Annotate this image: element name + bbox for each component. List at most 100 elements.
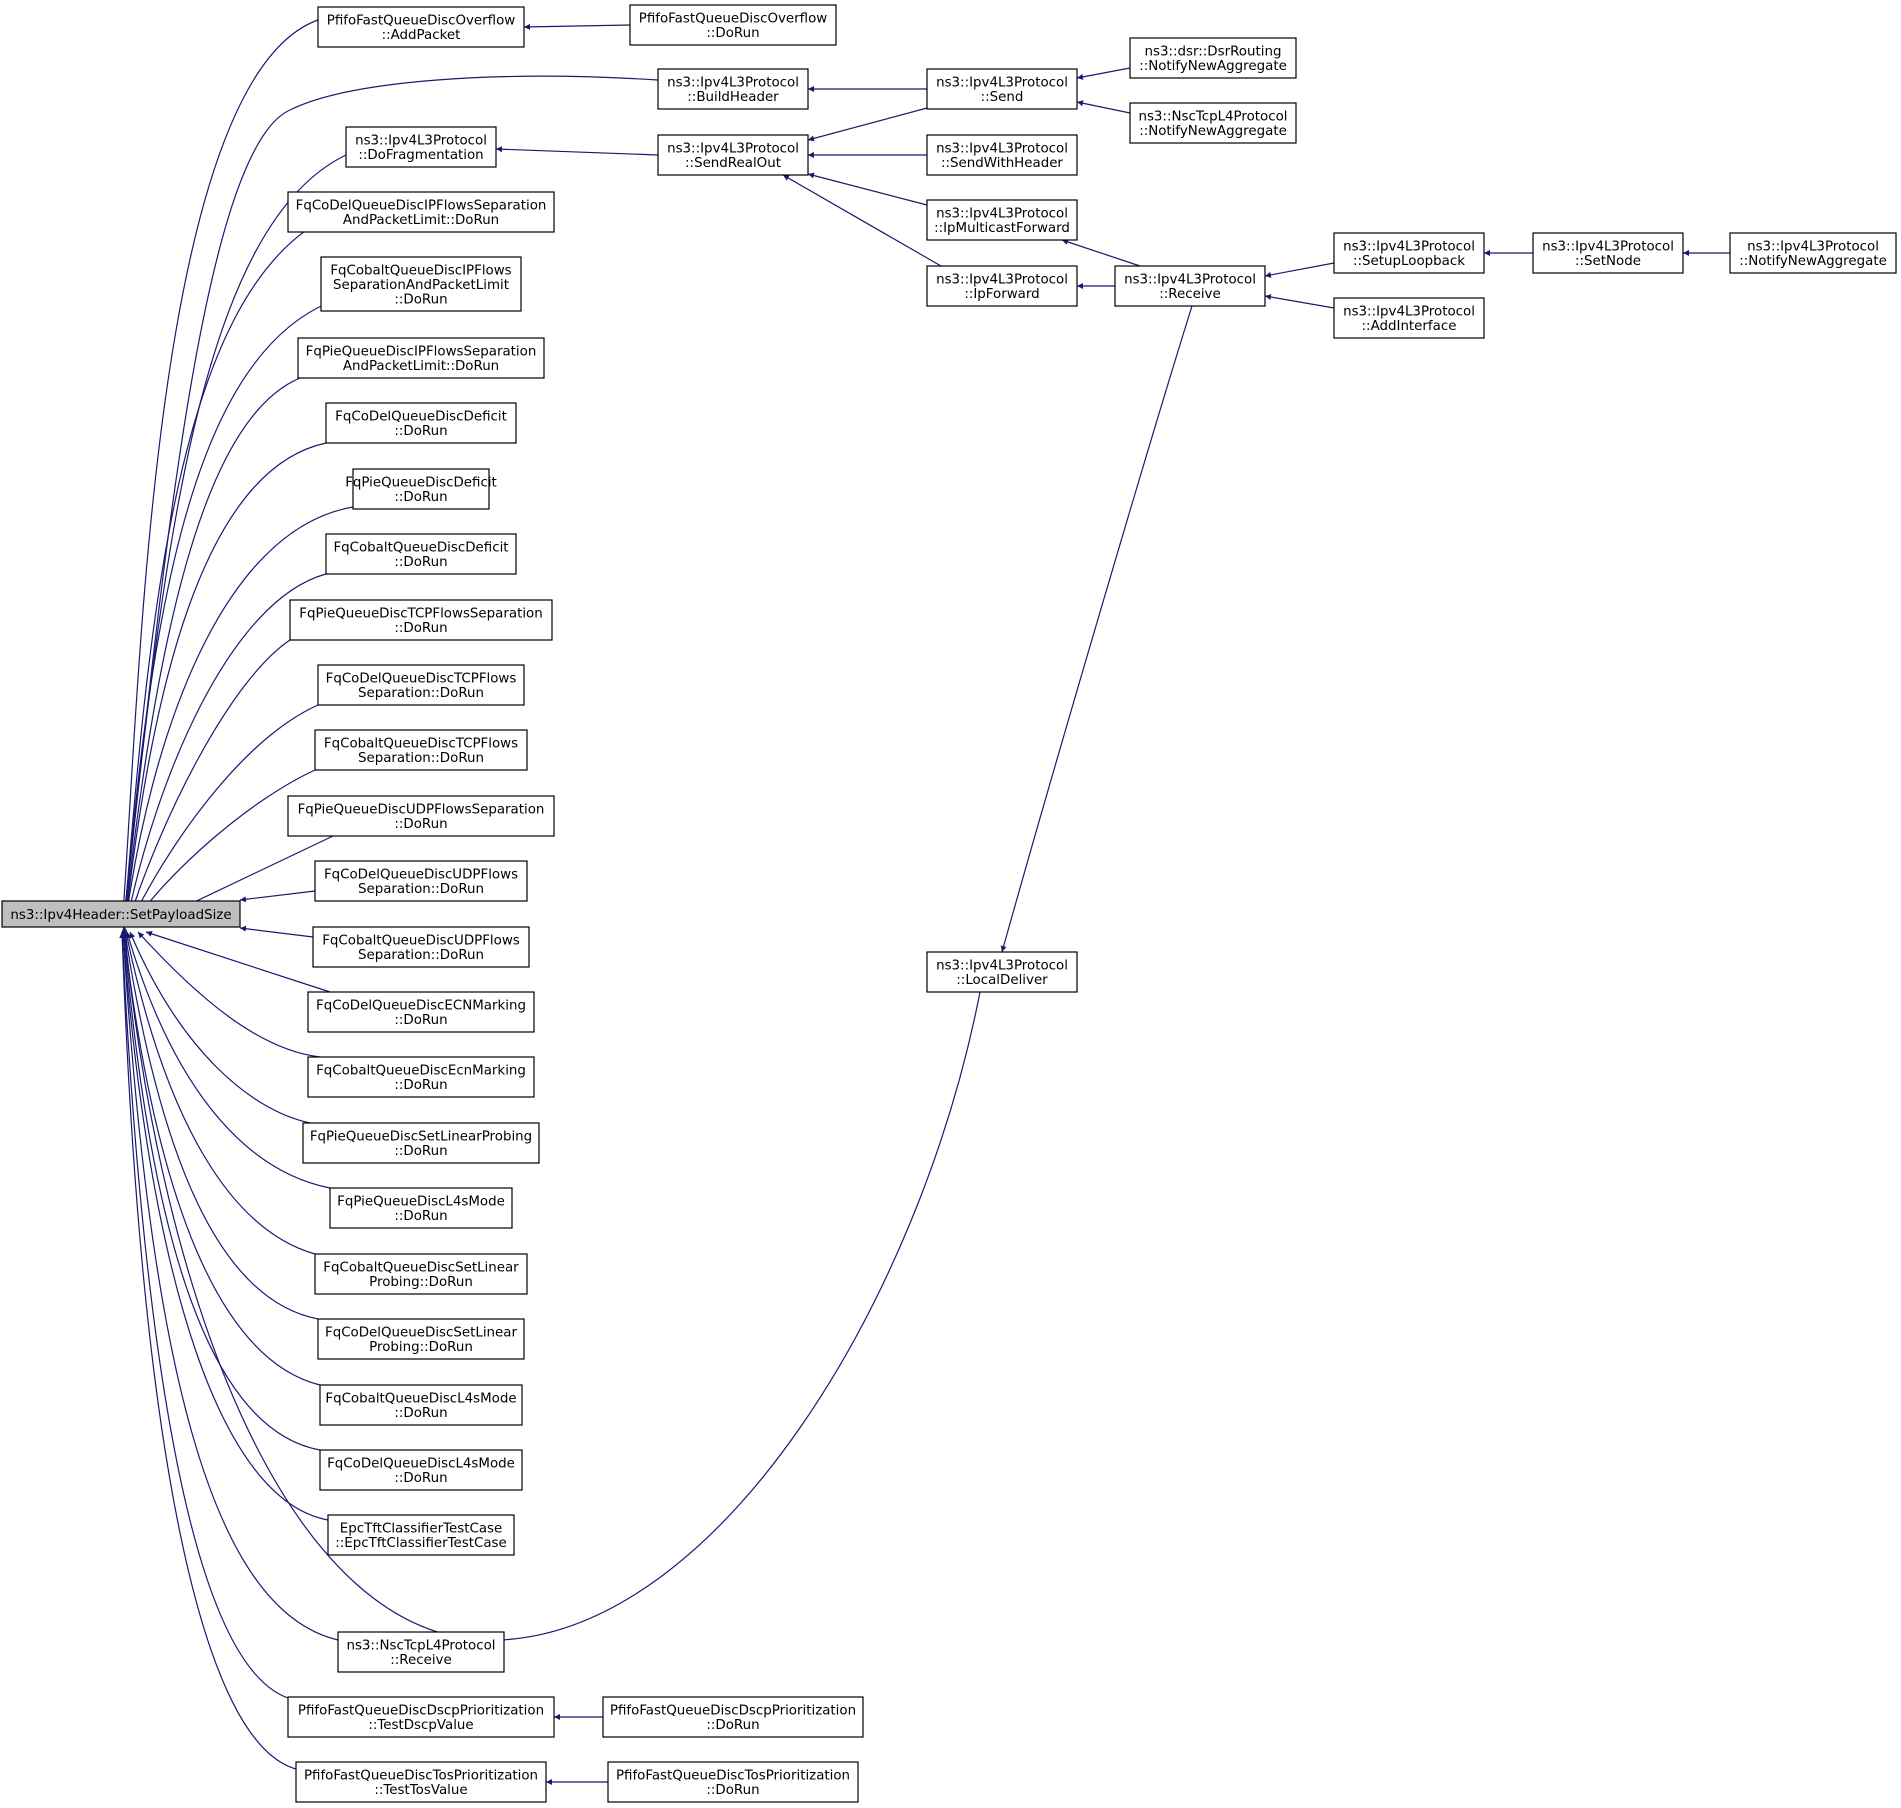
node-label-line: ::IpForward: [964, 287, 1039, 302]
node-label-line: FqPieQueueDiscIPFlowsSeparation: [306, 345, 537, 360]
node-dsr[interactable]: ns3::dsr::DsrRouting::NotifyNewAggregate: [1129, 37, 1297, 79]
node-label-line: ::SendRealOut: [685, 156, 781, 171]
node-ipmulticast[interactable]: ns3::Ipv4L3Protocol::IpMulticastForward: [926, 199, 1078, 241]
edge-dsr-to-send: [1076, 67, 1131, 80]
node-sendrealout[interactable]: ns3::Ipv4L3Protocol::SendRealOut: [657, 134, 809, 176]
node-box: [1333, 232, 1485, 274]
node-label-line: ::DoRun: [706, 1718, 759, 1733]
node-notifynewagg[interactable]: ns3::Ipv4L3Protocol::NotifyNewAggregate: [1729, 232, 1897, 274]
node-localdeliver[interactable]: ns3::Ipv4L3Protocol::LocalDeliver: [926, 951, 1078, 993]
node-box: [320, 256, 522, 312]
node-setuploopback[interactable]: ns3::Ipv4L3Protocol::SetupLoopback: [1333, 232, 1485, 274]
node-fqpie-l4s[interactable]: FqPieQueueDiscL4sMode::DoRun: [329, 1187, 513, 1229]
node-pf-tos-test[interactable]: PfifoFastQueueDiscTosPrioritization::Tes…: [295, 1761, 547, 1803]
node-receive[interactable]: ns3::Ipv4L3Protocol::Receive: [1114, 265, 1266, 307]
node-box: [602, 1696, 864, 1738]
node-dofrag[interactable]: ns3::Ipv4L3Protocol::DoFragmentation: [345, 126, 497, 168]
node-box: [287, 795, 555, 837]
node-pf-add[interactable]: PfifoFastQueueDiscOverflow::AddPacket: [317, 6, 525, 48]
node-label-line: ::NotifyNewAggregate: [1739, 254, 1887, 269]
node-label-line: Separation::DoRun: [358, 751, 484, 766]
node-pf-dscp-test[interactable]: PfifoFastQueueDiscDscpPrioritization::Te…: [287, 1696, 555, 1738]
node-fqcodel-l4s[interactable]: FqCoDelQueueDiscL4sMode::DoRun: [319, 1449, 523, 1491]
node-fqcobalt-ecn[interactable]: FqCobaltQueueDiscEcnMarking::DoRun: [307, 1056, 535, 1098]
node-fqcobalt-ip[interactable]: FqCobaltQueueDiscIPFlowsSeparationAndPac…: [320, 256, 522, 312]
node-label-line: FqPieQueueDiscSetLinearProbing: [310, 1130, 532, 1145]
node-label-line: ns3::dsr::DsrRouting: [1145, 45, 1282, 60]
node-fqcodel-udp[interactable]: FqCoDelQueueDiscUDPFlowsSeparation::DoRu…: [314, 860, 528, 902]
edge-fqcobalt_def-to-root: [124, 573, 327, 927]
node-label-line: SeparationAndPacketLimit: [333, 278, 509, 293]
node-epc[interactable]: EpcTftClassifierTestCase::EpcTftClassifi…: [327, 1514, 515, 1556]
node-label-line: ns3::Ipv4L3Protocol: [936, 959, 1068, 974]
node-label-line: ::NotifyNewAggregate: [1139, 124, 1287, 139]
node-box: [1114, 265, 1266, 307]
edge-fqcodel_udp-to-root: [239, 890, 316, 903]
node-label-line: FqCoDelQueueDiscL4sMode: [327, 1457, 515, 1472]
edge-pf_dscp_test-to-root: [119, 931, 296, 1701]
node-label-line: FqCobaltQueueDiscL4sMode: [325, 1392, 516, 1407]
node-label-line: ns3::Ipv4L3Protocol: [936, 76, 1068, 91]
node-label-line: PfifoFastQueueDiscDscpPrioritization: [298, 1704, 544, 1719]
node-pf-tos-run[interactable]: PfifoFastQueueDiscTosPrioritization::DoR…: [607, 1761, 859, 1803]
node-fqpie-linear[interactable]: FqPieQueueDiscSetLinearProbing::DoRun: [302, 1122, 540, 1164]
node-setnode[interactable]: ns3::Ipv4L3Protocol::SetNode: [1532, 232, 1684, 274]
node-label-line: ns3::Ipv4L3Protocol: [355, 134, 487, 149]
node-fqcodel-ip[interactable]: FqCoDelQueueDiscIPFlowsSeparationAndPack…: [287, 191, 555, 233]
node-box: [337, 1631, 505, 1673]
node-ipforward[interactable]: ns3::Ipv4L3Protocol::IpForward: [926, 265, 1078, 307]
node-label-line: FqCobaltQueueDiscSetLinear: [323, 1261, 519, 1276]
node-fqpie-udp[interactable]: FqPieQueueDiscUDPFlowsSeparation::DoRun: [287, 795, 555, 837]
node-box: [302, 1122, 540, 1164]
node-nsc-receive[interactable]: ns3::NscTcpL4Protocol::Receive: [337, 1631, 505, 1673]
node-fqpie-tcp[interactable]: FqPieQueueDiscTCPFlowsSeparation::DoRun: [289, 599, 553, 641]
node-box: [314, 860, 528, 902]
node-label-line: EpcTftClassifierTestCase: [340, 1522, 503, 1537]
node-box: [352, 468, 490, 510]
node-box: [1129, 102, 1297, 144]
node-box: [926, 265, 1078, 307]
node-nsc-notify[interactable]: ns3::NscTcpL4Protocol::NotifyNewAggregat…: [1129, 102, 1297, 144]
node-box: [327, 1514, 515, 1556]
node-fqcodel-ecn[interactable]: FqCoDelQueueDiscECNMarking::DoRun: [307, 991, 535, 1033]
node-pf-dscp-run[interactable]: PfifoFastQueueDiscDscpPrioritization::Do…: [602, 1696, 864, 1738]
node-send[interactable]: ns3::Ipv4L3Protocol::Send: [926, 68, 1078, 110]
node-fqcodel-def[interactable]: FqCoDelQueueDiscDeficit::DoRun: [325, 402, 517, 444]
edge-buildheader-to-root: [120, 75, 659, 927]
node-fqpie-ip[interactable]: FqPieQueueDiscIPFlowsSeparationAndPacket…: [297, 337, 545, 379]
node-root: ns3::Ipv4Header::SetPayloadSize: [1, 900, 241, 928]
node-fqcobalt-def[interactable]: FqCobaltQueueDiscDeficit::DoRun: [325, 533, 517, 575]
node-label-line: ::IpMulticastForward: [934, 221, 1070, 236]
edge-fqcobalt_linear-to-root: [124, 931, 316, 1255]
node-label-line: Probing::DoRun: [369, 1340, 473, 1355]
node-label-line: ::DoRun: [394, 292, 447, 307]
node-box: [325, 402, 517, 444]
node-label-line: ::Receive: [1159, 287, 1220, 302]
node-sendwithheader[interactable]: ns3::Ipv4L3Protocol::SendWithHeader: [926, 134, 1078, 176]
node-addinterface[interactable]: ns3::Ipv4L3Protocol::AddInterface: [1333, 297, 1485, 339]
node-box: [287, 191, 555, 233]
edge-fqpie_linear-to-root: [129, 931, 311, 1124]
node-label-line: ::DoRun: [394, 817, 447, 832]
edge-nsc_receive-to-root: [120, 931, 339, 1641]
node-pf-run[interactable]: PfifoFastQueueDiscOverflow::DoRun: [629, 4, 837, 46]
node-box: [345, 126, 497, 168]
node-fqcobalt-l4s[interactable]: FqCobaltQueueDiscL4sMode::DoRun: [319, 1384, 523, 1426]
node-box: [1129, 37, 1297, 79]
node-box: [317, 6, 525, 48]
node-box: [295, 1761, 547, 1803]
node-box: [607, 1761, 859, 1803]
node-fqcobalt-udp[interactable]: FqCobaltQueueDiscUDPFlowsSeparation::DoR…: [312, 926, 530, 968]
node-label-line: FqCoDelQueueDiscSetLinear: [325, 1326, 517, 1341]
node-buildheader[interactable]: ns3::Ipv4L3Protocol::BuildHeader: [657, 68, 809, 110]
node-fqcobalt-tcp[interactable]: FqCobaltQueueDiscTCPFlowsSeparation::DoR…: [314, 729, 528, 771]
node-label-line: ns3::Ipv4L3Protocol: [1747, 240, 1879, 255]
node-label-line: PfifoFastQueueDiscOverflow: [639, 12, 828, 27]
node-fqcodel-tcp[interactable]: FqCoDelQueueDiscTCPFlowsSeparation::DoRu…: [317, 664, 525, 706]
node-label-line: ::DoRun: [394, 1013, 447, 1028]
node-fqpie-def[interactable]: FqPieQueueDiscDeficit::DoRun: [345, 468, 497, 510]
node-box: [287, 1696, 555, 1738]
